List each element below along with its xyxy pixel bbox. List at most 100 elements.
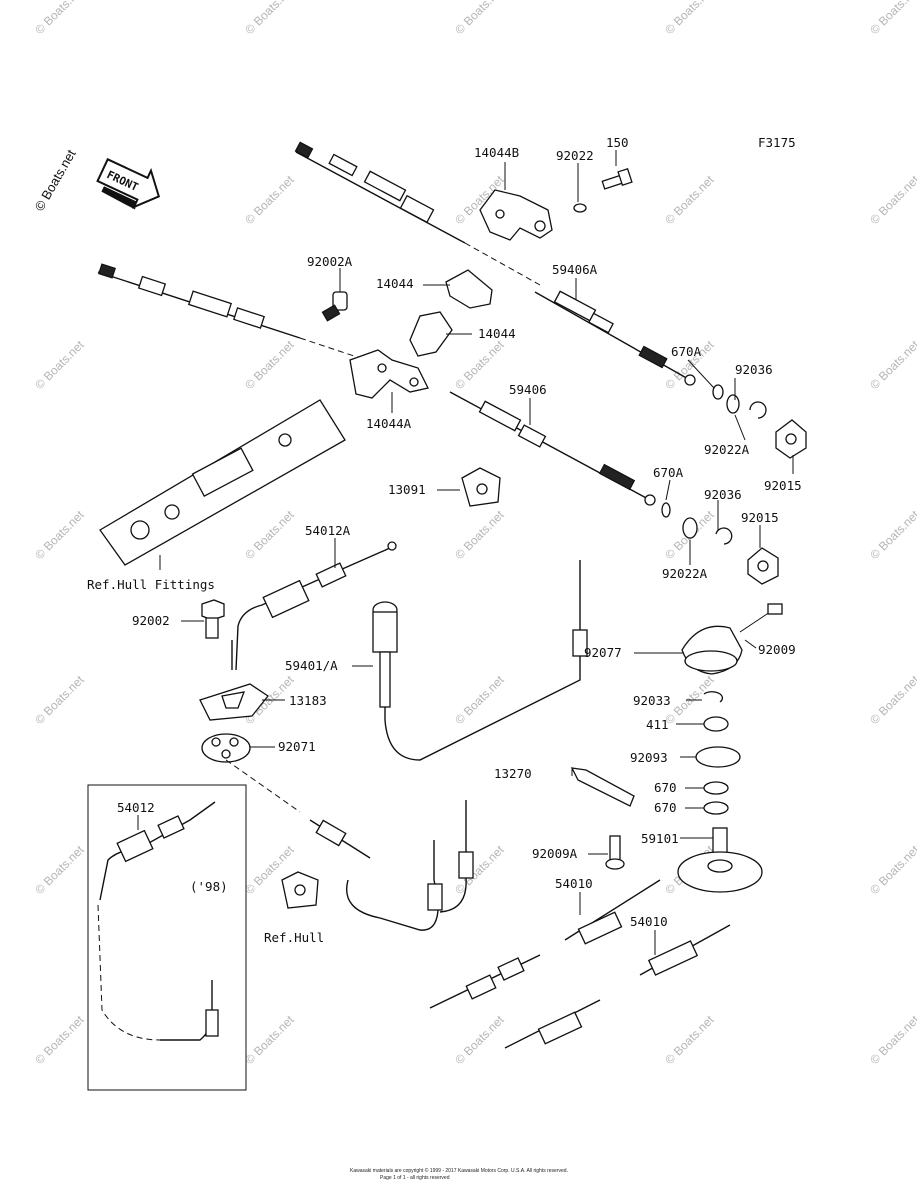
grommet-92071 xyxy=(201,733,251,763)
label-150: 150 xyxy=(606,135,629,150)
label-92036-1: 92036 xyxy=(735,362,773,377)
label-59406: 59406 xyxy=(509,382,547,397)
oring-670-2 xyxy=(703,801,729,815)
label-411: 411 xyxy=(646,717,669,732)
watermark: © Boats.net xyxy=(452,0,507,37)
label-92015-1: 92015 xyxy=(764,478,802,493)
watermark: © Boats.net xyxy=(867,672,917,727)
label-92002: 92002 xyxy=(132,613,170,628)
watermark: © Boats.net xyxy=(662,1012,717,1067)
label-92009: 92009 xyxy=(758,642,796,657)
watermark: © Boats.net xyxy=(662,172,717,227)
watermark: © Boats.net xyxy=(867,337,917,392)
label-92093: 92093 xyxy=(630,750,668,765)
leader-lines xyxy=(137,150,794,955)
bolt-150 xyxy=(601,167,633,190)
steering-cable-59406a xyxy=(294,141,696,386)
washer-92093 xyxy=(695,746,741,768)
block-13091 xyxy=(461,467,501,507)
watermark: © Boats.net xyxy=(242,1012,297,1067)
label-54010-2: 54010 xyxy=(630,914,668,929)
watermark: © Boats.net xyxy=(242,0,297,37)
washer-92022 xyxy=(573,203,587,213)
part-labels: 14044B 92022 150 92002A 14044 14044 5940… xyxy=(87,135,802,945)
label-14044a: 14044A xyxy=(366,416,412,431)
label-92071: 92071 xyxy=(278,739,316,754)
watermark: © Boats.net xyxy=(452,337,507,392)
bracket-13270 xyxy=(570,767,635,807)
label-54012a: 54012A xyxy=(305,523,351,538)
label-54012: 54012 xyxy=(117,800,155,815)
figure-code: F3175 xyxy=(758,135,796,150)
label-670-1: 670 xyxy=(654,780,677,795)
watermark: © Boats.net xyxy=(662,0,717,37)
hull-fittings-plate xyxy=(99,399,346,570)
steering-cable-59406 xyxy=(97,263,656,506)
label-92002a: 92002A xyxy=(307,254,353,269)
label-14044-lower: 14044 xyxy=(478,326,516,341)
watermark: © Boats.net xyxy=(32,337,87,392)
label-92015-2: 92015 xyxy=(741,510,779,525)
label-670a-2: 670A xyxy=(653,465,684,480)
label-13270: 13270 xyxy=(494,766,532,781)
watermark: © Boats.net xyxy=(242,172,297,227)
label-14044b: 14044B xyxy=(474,145,519,160)
label-92022a-2: 92022A xyxy=(662,566,708,581)
label-14044-upper: 14044 xyxy=(376,276,414,291)
watermark: © Boats.net xyxy=(867,172,917,227)
watermark: © Boats.net xyxy=(452,507,507,562)
base-59101 xyxy=(677,827,763,893)
label-98: ('98) xyxy=(190,879,228,894)
watermark: © Boats.net xyxy=(32,1012,87,1067)
label-13091: 13091 xyxy=(388,482,426,497)
label-92022: 92022 xyxy=(556,148,594,163)
clamp-14044-upper xyxy=(445,269,493,309)
choke-knob-59401a xyxy=(372,560,588,761)
watermark: © Boats.net xyxy=(242,337,297,392)
throttle-cable-54012a xyxy=(231,541,397,671)
watermark: © Boats.net xyxy=(32,507,87,562)
footer-line2: Page 1 of 1 - all rights reserved xyxy=(380,1175,450,1181)
label-59401a: 59401/A xyxy=(285,658,338,673)
watermark: © Boats.net xyxy=(242,507,297,562)
cable-54010-lower xyxy=(504,924,731,1049)
bolt-92002a xyxy=(321,291,348,322)
watermark: © Boats.net xyxy=(867,842,917,897)
watermark: © Boats.net xyxy=(32,0,87,37)
plate-13183 xyxy=(199,683,269,721)
copyright-mark: © Boats.net xyxy=(32,147,79,214)
front-arrow-icon: FRONT xyxy=(96,157,161,210)
watermark: © Boats.net xyxy=(452,672,507,727)
label-13183: 13183 xyxy=(289,693,327,708)
cap-92077 xyxy=(681,603,783,675)
bracket-14044a xyxy=(349,349,429,399)
watermark: © Boats.net xyxy=(32,842,87,897)
footer-line1: Kawasaki materials are copyright © 1999 … xyxy=(350,1167,568,1174)
label-59101: 59101 xyxy=(641,831,679,846)
label-92009a: 92009A xyxy=(532,846,578,861)
watermark: © Boats.net xyxy=(867,507,917,562)
oring-670-1 xyxy=(703,781,729,795)
bolt-92002 xyxy=(201,599,225,639)
label-92077: 92077 xyxy=(584,645,622,660)
ref-hull-block xyxy=(281,871,319,909)
cable-54010-upper xyxy=(429,879,661,1009)
label-670a-1: 670A xyxy=(671,344,702,359)
label-92022a-1: 92022A xyxy=(704,442,750,457)
watermark: © Boats.net xyxy=(452,1012,507,1067)
label-92036-2: 92036 xyxy=(704,487,742,502)
label-670-2: 670 xyxy=(654,800,677,815)
bracket-14044b xyxy=(479,189,553,241)
hardware-stack-lower xyxy=(661,502,779,585)
label-ref-hull-fittings: Ref.Hull Fittings xyxy=(87,577,215,592)
watermark: © Boats.net xyxy=(32,672,87,727)
label-ref-hull: Ref.Hull xyxy=(264,930,324,945)
label-54010-1: 54010 xyxy=(555,876,593,891)
watermark: © Boats.net xyxy=(867,0,917,37)
watermark: © Boats.net xyxy=(867,1012,917,1067)
clip-92033 xyxy=(703,691,724,703)
clamp-14044-lower xyxy=(409,311,453,357)
label-59406a: 59406A xyxy=(552,262,598,277)
bolt-92009a xyxy=(605,835,625,870)
